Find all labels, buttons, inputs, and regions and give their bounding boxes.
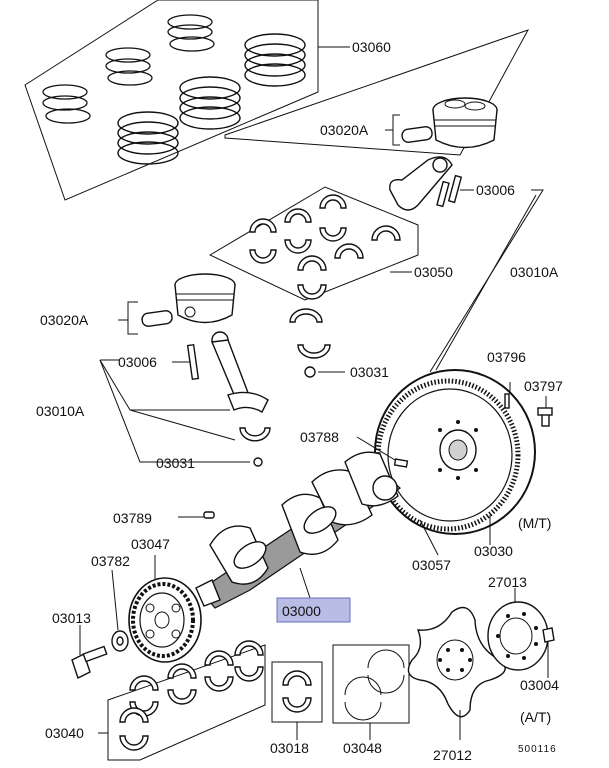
label-03006-top: 03006 [476, 182, 515, 198]
label-03013: 03013 [52, 610, 91, 626]
variant-mt: (M/T) [518, 515, 551, 531]
label-03010A-left: 03010A [36, 403, 85, 419]
label-27012: 27012 [433, 747, 472, 763]
label-03048: 03048 [343, 740, 382, 756]
label-03796: 03796 [487, 349, 526, 365]
label-03004: 03004 [520, 677, 559, 693]
variant-at: (A/T) [520, 709, 551, 725]
label-03040: 03040 [45, 725, 84, 741]
piston-left [118, 273, 236, 335]
main-bearing-set [98, 640, 266, 761]
label-03031-mid: 03031 [350, 364, 389, 380]
connecting-rod-right [389, 156, 474, 211]
thrust-washer-set [332, 644, 410, 740]
figure-code: 500116 [518, 744, 557, 755]
adapter-plate [487, 588, 549, 671]
piston-ring-set [24, 0, 350, 201]
label-03030: 03030 [474, 543, 513, 559]
crank-bolt [71, 625, 108, 679]
label-03797: 03797 [524, 378, 563, 394]
label-03000[interactable]: 03000 [282, 603, 321, 619]
label-03057: 03057 [412, 557, 451, 573]
label-03020A-left: 03020A [40, 312, 89, 328]
rod-bearing-set [208, 186, 419, 301]
label-03010A-right: 03010A [510, 264, 559, 280]
drive-plate-bolt [542, 627, 555, 678]
label-03006-left: 03006 [118, 354, 157, 370]
label-03018: 03018 [270, 740, 309, 756]
label-03782: 03782 [91, 553, 130, 569]
label-03060: 03060 [352, 39, 391, 55]
label-27013: 27013 [488, 574, 527, 590]
label-03788: 03788 [300, 429, 339, 445]
label-03789: 03789 [113, 510, 152, 526]
label-03020A-top: 03020A [320, 122, 369, 138]
crank-washer [111, 569, 129, 652]
crankshaft [195, 436, 409, 609]
crank-key [178, 511, 215, 519]
drive-plate [407, 606, 506, 740]
piston-right [224, 29, 530, 156]
highlight-03000 [276, 597, 351, 623]
connecting-rod-left [99, 308, 345, 467]
crank-pulley [128, 555, 202, 663]
flywheel [374, 369, 553, 556]
label-03047: 03047 [131, 536, 170, 552]
thrust-bearing [271, 661, 323, 740]
label-03050: 03050 [414, 264, 453, 280]
label-03031-left: 03031 [156, 455, 195, 471]
